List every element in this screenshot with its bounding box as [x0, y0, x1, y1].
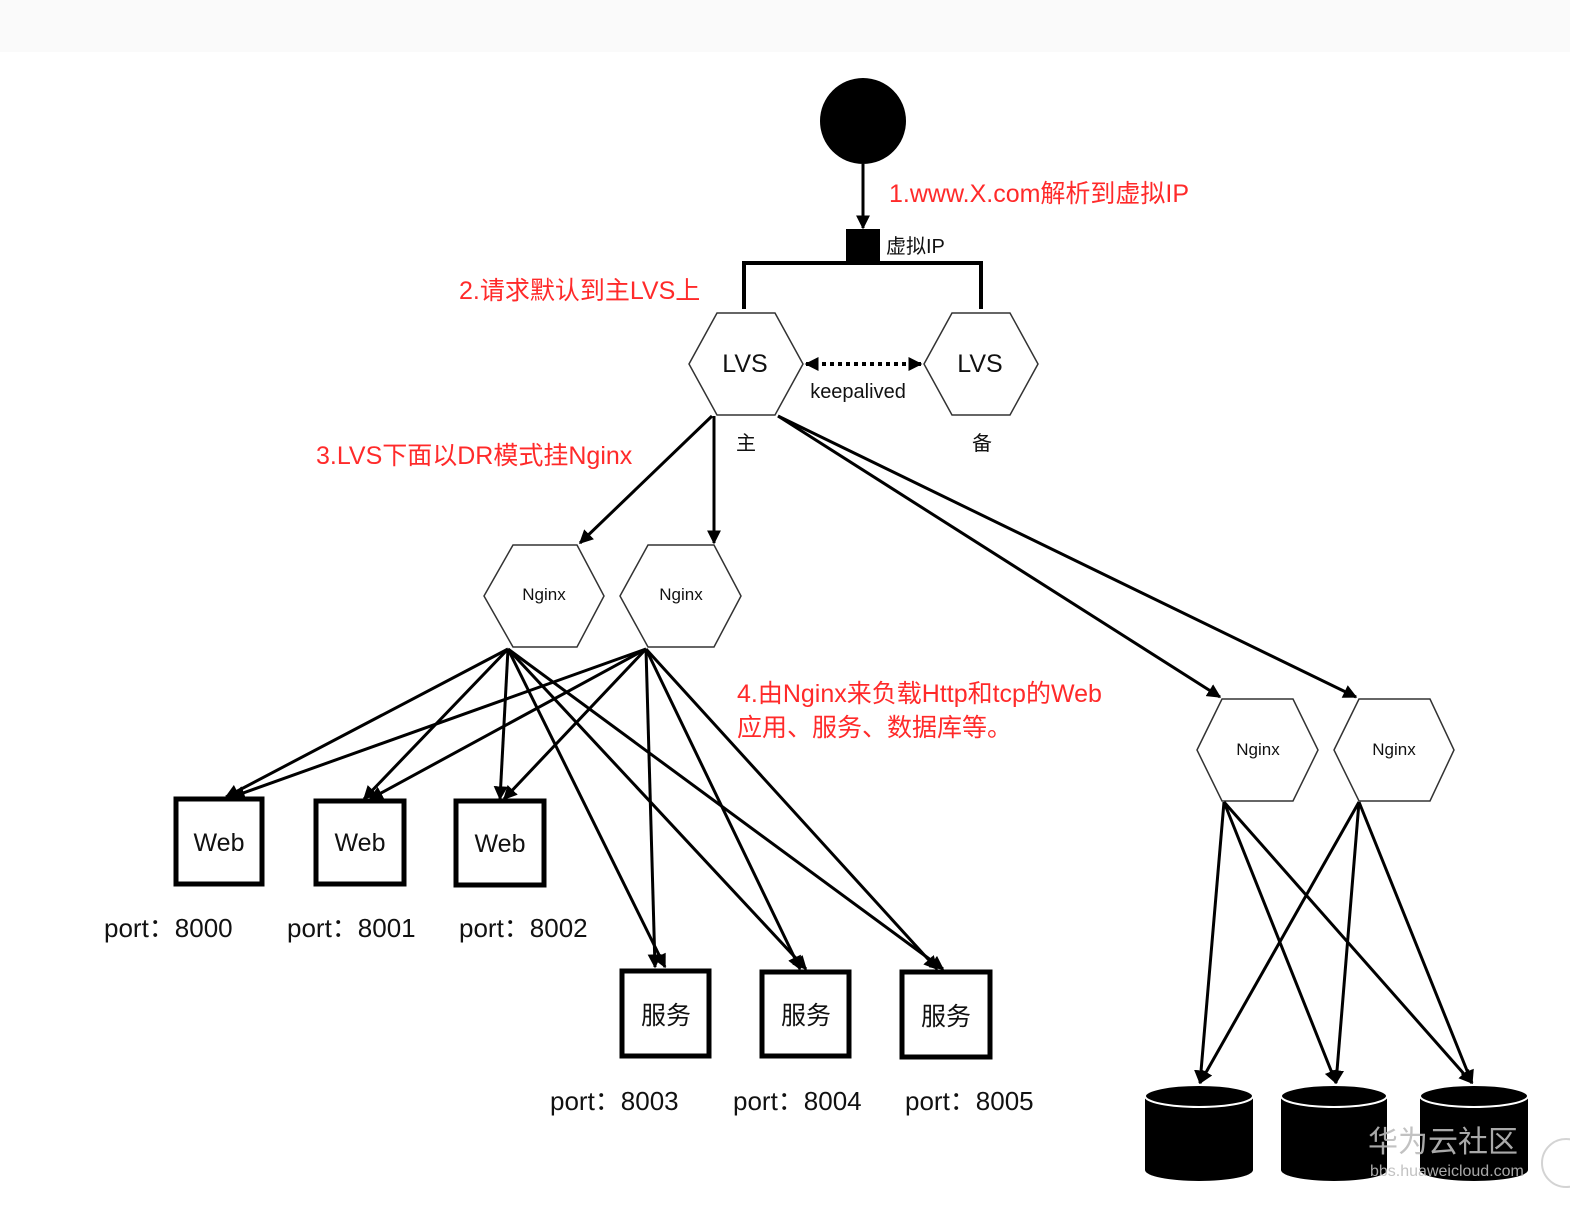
service-node-3 [899, 969, 993, 1060]
web-node-2 [313, 798, 407, 887]
step-4-annotation-line2: 应用、服务、数据库等。 [737, 714, 1012, 742]
nginx-label-1: Nginx [522, 585, 566, 604]
watermark-line1: 华为云社区 [1368, 1126, 1518, 1159]
service-node-2 [759, 969, 852, 1059]
step-4-annotation-line1: 4.由Nginx来负载Http和tcp的Web [737, 680, 1102, 708]
service-label-3: 服务 [921, 1003, 971, 1031]
web-label-3: Web [475, 830, 526, 858]
lvs-to-nginx-edges [578, 414, 1358, 699]
step-2-annotation: 2.请求默认到主LVS上 [459, 277, 700, 305]
vip-bracket [742, 261, 983, 309]
client-node [820, 78, 906, 164]
service-port-2: port：8004 [733, 1086, 862, 1116]
nginx-node-4 [1333, 698, 1455, 802]
service-label-2: 服务 [781, 1002, 831, 1030]
lvs-backup-role: 备 [972, 432, 992, 455]
nginx-to-db-edges [1194, 801, 1474, 1085]
web-label-1: Web [194, 829, 245, 857]
service-label-1: 服务 [641, 1002, 691, 1030]
web-port-3: port：8002 [459, 913, 588, 943]
step-1-annotation: 1.www.X.com解析到虚拟IP [889, 180, 1189, 208]
lvs-primary-role: 主 [736, 432, 756, 455]
web-node-1 [173, 796, 265, 887]
web-port-1: port：8000 [104, 913, 233, 943]
nginx-node-2 [619, 544, 742, 648]
vip-label: 虚拟IP [886, 235, 945, 258]
nginx-label-3: Nginx [1236, 740, 1280, 759]
step-3-annotation: 3.LVS下面以DR模式挂Nginx [316, 442, 633, 470]
watermark-line2: bbs.huaweicloud.com [1370, 1163, 1524, 1180]
vip-node [846, 229, 880, 263]
top-bar [0, 0, 1570, 52]
service-port-3: port：8005 [905, 1086, 1034, 1116]
database-node-1 [1144, 1084, 1254, 1181]
watermark-logo: 华为云社区 bbs.huaweicloud.com [1368, 1126, 1570, 1188]
database-node-3 [1419, 1084, 1529, 1181]
service-port-1: port：8003 [550, 1086, 679, 1116]
nginx-node-1 [483, 544, 605, 648]
lvs-backup-node [923, 312, 1039, 416]
nginx-node-3 [1196, 698, 1319, 802]
nginx-to-backend-edges [224, 647, 945, 971]
web-port-2: port：8001 [287, 913, 416, 943]
nginx-label-4: Nginx [1372, 740, 1416, 759]
service-node-1 [619, 968, 712, 1059]
lvs-primary-node [688, 312, 804, 416]
web-label-2: Web [335, 829, 386, 857]
lvs-backup-label: LVS [957, 350, 1002, 378]
keepalived-label: keepalived [810, 381, 906, 403]
database-node-2 [1280, 1084, 1388, 1181]
nginx-label-2: Nginx [659, 585, 703, 604]
lvs-primary-label: LVS [722, 350, 767, 378]
web-node-3 [453, 798, 547, 888]
